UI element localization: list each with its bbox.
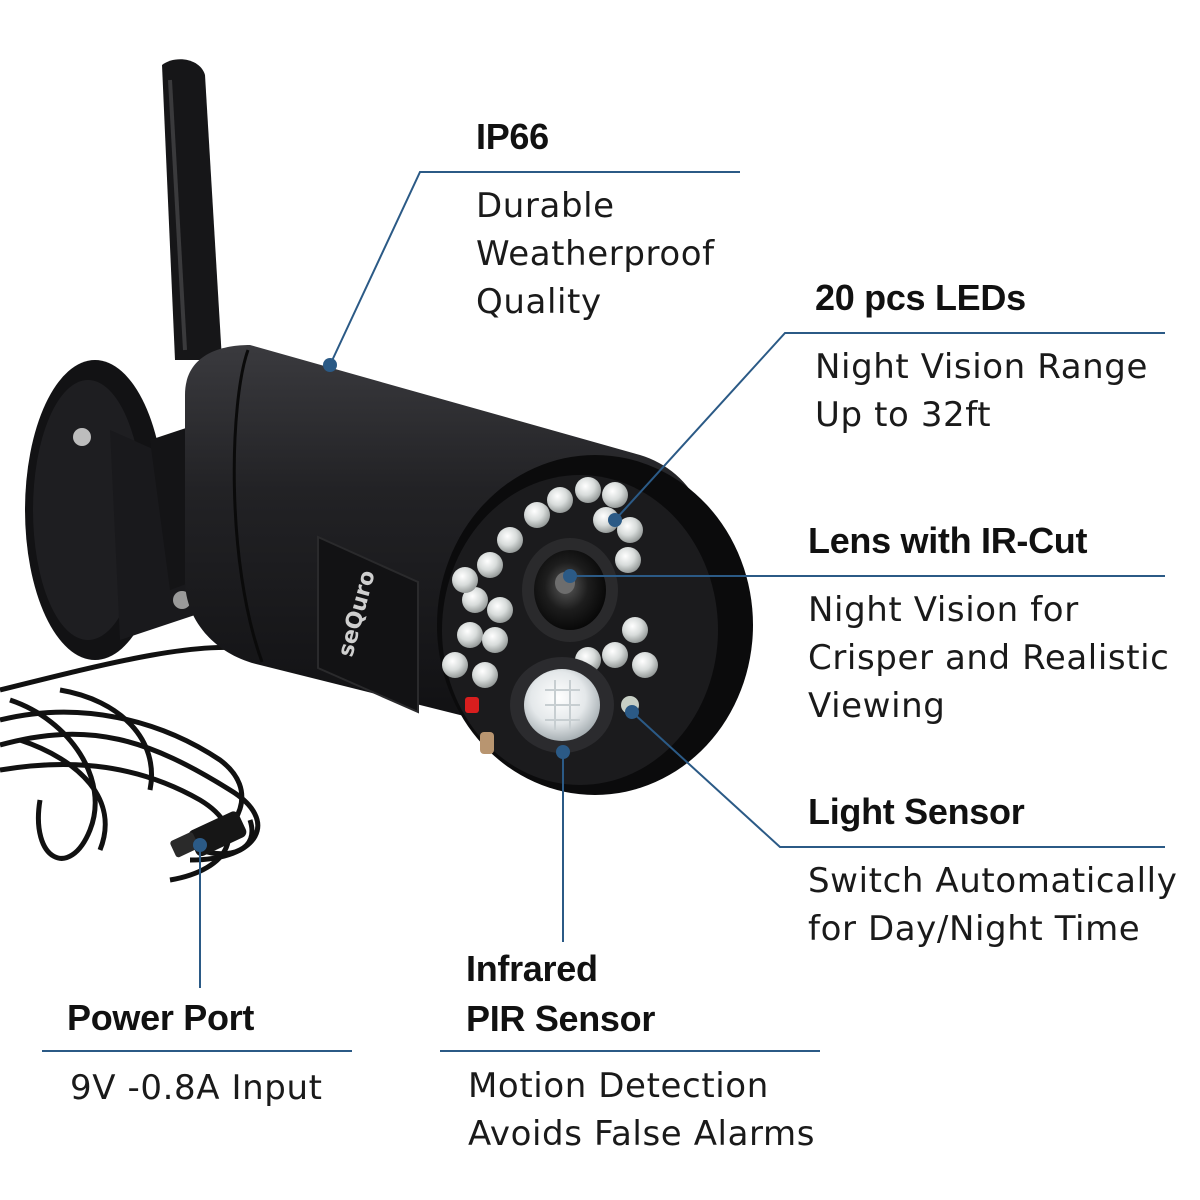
annotation-divider: [440, 1050, 820, 1052]
annotation-power-rule: [42, 1050, 352, 1052]
annotation-description: Night Vision for Crisper and Realistic V…: [808, 590, 1170, 726]
annotation-leds: 20 pcs LEDs Night Vision Range Up to 32f…: [815, 273, 1148, 439]
leader-lines: [199, 171, 1165, 988]
annotation-description: Switch Automatically for Day/Night Time: [808, 861, 1178, 949]
annotation-description: Durable Weatherproof Quality: [476, 186, 715, 322]
annotation-title: Power Port: [67, 997, 255, 1038]
annotation-light-sensor: Light Sensor Switch Automatically for Da…: [808, 787, 1177, 953]
annotation-lens: Lens with IR-Cut Night Vision for Crispe…: [808, 516, 1169, 730]
annotation-description: Motion Detection Avoids False Alarms: [468, 1066, 816, 1154]
annotation-divider: [42, 1050, 352, 1052]
annotation-pir-description: Motion Detection Avoids False Alarms: [468, 1062, 815, 1158]
annotation-title: 20 pcs LEDs: [815, 277, 1026, 318]
annotation-description: Night Vision Range Up to 32ft: [815, 347, 1148, 435]
status-indicator: [465, 697, 479, 713]
annotation-title: IP66: [476, 116, 549, 157]
leader-line-ip66: [329, 171, 740, 366]
leader-line-leds: [614, 332, 1165, 521]
camera-lens: [522, 538, 618, 642]
annotation-title: Infrared PIR Sensor: [466, 948, 656, 1039]
antenna: [162, 59, 222, 360]
annotation-power-description: 9V -0.8A Input: [70, 1064, 323, 1112]
annotation-pir-sensor: Infrared PIR Sensor: [466, 944, 655, 1044]
pir-sensor: [510, 657, 614, 753]
annotation-description: 9V -0.8A Input: [70, 1068, 323, 1108]
annotation-title: Light Sensor: [808, 791, 1025, 832]
annotation-ip66: IP66 Durable Weatherproof Quality: [476, 112, 715, 326]
annotation-pir-rule: [440, 1050, 820, 1052]
leader-line-light: [631, 711, 1165, 848]
annotation-power-port: Power Port: [67, 993, 254, 1043]
annotation-title: Lens with IR-Cut: [808, 520, 1088, 561]
leader-dots: [193, 358, 639, 852]
